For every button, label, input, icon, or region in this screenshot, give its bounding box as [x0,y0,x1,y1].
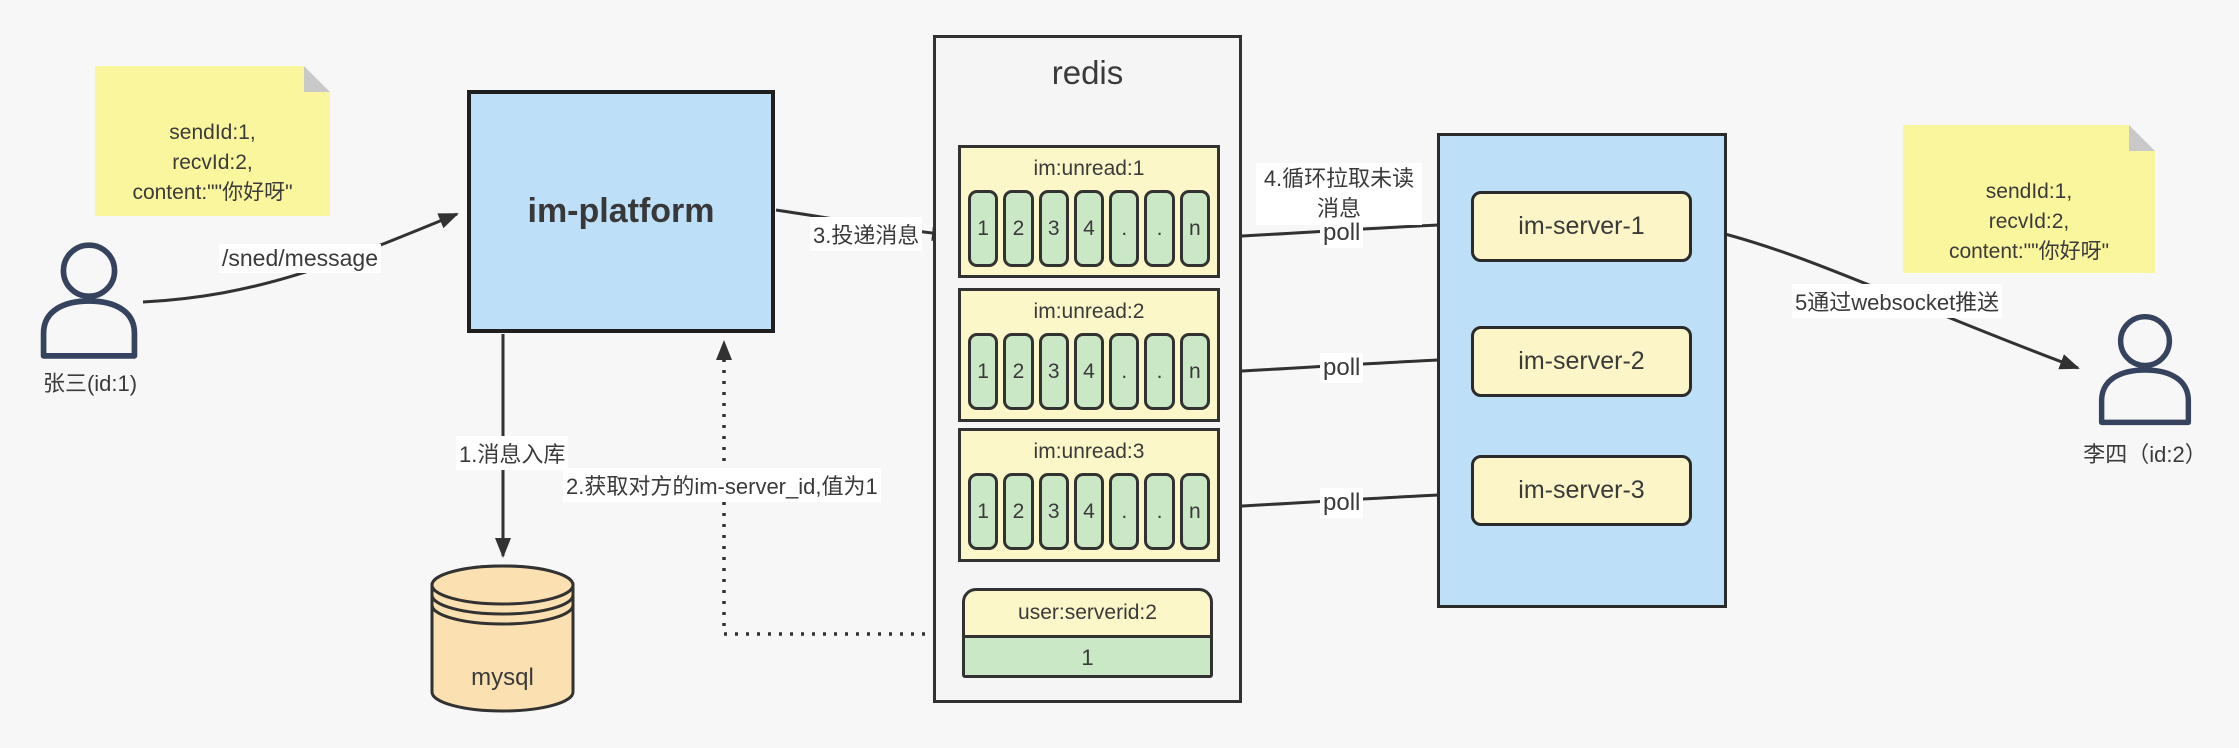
im-platform-label: im-platform [527,192,715,230]
queue-cell: n [1179,333,1210,410]
edge-send-arrow [142,212,459,304]
mysql-node: mysql [430,564,575,714]
message-note-left: sendId:1, recvId:2, content:""你好呀" [95,66,330,216]
unread-queue-1-cells: 1 2 3 4 . . n [961,190,1217,267]
im-server-3-node: im-server-3 [1471,455,1692,526]
queue-cell: . [1144,190,1175,267]
unread-queue-3: im:unread:3 1 2 3 4 . . n [958,428,1220,562]
edge-push-label: 5通过websocket推送 [1792,284,2003,318]
user-serverid-value: 1 [965,635,1210,675]
user-serverid-box: user:serverid:2 1 [962,588,1213,678]
queue-cell: 2 [1003,190,1034,267]
queue-cell: 3 [1038,190,1069,267]
edge-deliver-label: 3.投递消息 [810,217,923,251]
edge-poll3-label: poll [1320,488,1364,518]
im-server-group: im-server-1 im-server-2 im-server-3 [1437,133,1727,608]
person-icon [40,242,138,359]
queue-cell: . [1109,190,1140,267]
queue-cell: . [1109,473,1140,550]
unread-queue-1: im:unread:1 1 2 3 4 . . n [958,145,1220,278]
redis-title: redis [1051,54,1124,91]
note-fold-corner [2129,125,2155,151]
queue-cell: 1 [968,190,999,267]
edge-pull-label: 4.循环拉取未读消息 [1256,163,1422,225]
mysql-label: mysql [471,664,534,691]
edge-send-label: /sned/message [219,244,381,273]
note-fold-corner [304,66,330,92]
sender-person-icon [36,242,142,360]
receiver-person-icon [2092,314,2198,426]
user-serverid-title: user:serverid:2 [1018,601,1157,624]
unread-queue-2: im:unread:2 1 2 3 4 . . n [958,288,1220,422]
queue-cell: . [1109,333,1140,410]
queue-cell: 3 [1038,333,1069,410]
queue-cell: 2 [1003,333,1034,410]
sender-label: 张三(id:1) [42,371,138,396]
queue-cell: 4 [1073,190,1105,267]
im-server-2-node: im-server-2 [1471,326,1692,397]
im-server-2-label: im-server-2 [1518,347,1645,375]
queue-cell: . [1144,473,1175,550]
im-server-1-label: im-server-1 [1518,212,1645,240]
unread-queue-2-cells: 1 2 3 4 . . n [961,333,1217,410]
edge-poll2-label: poll [1320,353,1364,383]
im-server-1-node: im-server-1 [1471,191,1692,262]
message-note-right: sendId:1, recvId:2, content:""你好呀" [1903,125,2155,273]
queue-cell: 1 [968,333,999,410]
queue-cell: 1 [968,473,999,550]
unread-queue-3-cells: 1 2 3 4 . . n [961,473,1217,550]
queue-cell: 4 [1073,333,1105,410]
im-platform-node: im-platform [467,90,775,333]
edge-lookup-dotted-arrow [716,340,958,636]
edge-store-label: 1.消息入库 [456,436,569,470]
queue-cell: 2 [1003,473,1034,550]
database-cylinder-icon [430,564,575,713]
queue-cell: n [1179,473,1210,550]
unread-queue-3-title: im:unread:3 [1033,440,1145,463]
edge-poll1-label: poll [1320,218,1364,248]
im-server-3-label: im-server-3 [1518,476,1645,504]
receiver-label: 李四（id:2） [2083,442,2207,467]
message-note-right-text: sendId:1, recvId:2, content:""你好呀" [1948,180,2110,263]
unread-queue-1-title: im:unread:1 [1033,157,1145,180]
unread-queue-2-title: im:unread:2 [1033,300,1145,323]
queue-cell: . [1144,333,1175,410]
edge-push-arrow [1691,224,2080,370]
edge-lookup-label: 2.获取对方的im-server_id,值为1 [563,468,881,502]
queue-cell: 3 [1038,473,1069,550]
queue-cell: 4 [1073,473,1105,550]
message-note-left-text: sendId:1, recvId:2, content:""你好呀" [132,121,293,204]
queue-cell: n [1179,190,1210,267]
redis-container: redis im:unread:1 1 2 3 4 . . n im:unrea… [933,35,1242,703]
person-icon [2098,314,2192,426]
